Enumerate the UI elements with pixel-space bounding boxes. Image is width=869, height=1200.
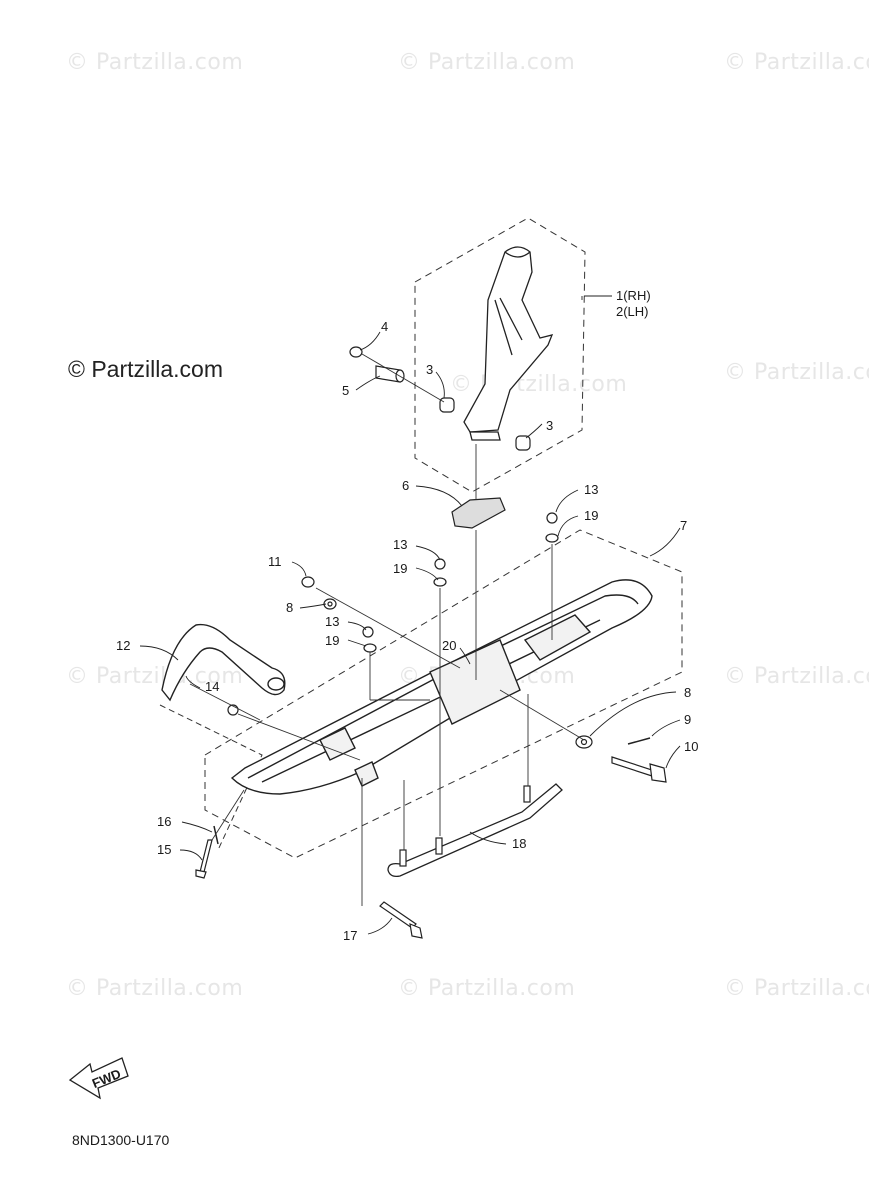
- callout-17: 17: [343, 928, 357, 943]
- washer-19b: [545, 533, 559, 543]
- watermark: © Partzilla.com: [66, 50, 244, 75]
- ski-body: [230, 579, 653, 795]
- spindle: [463, 246, 554, 441]
- fwd-label: FWD: [90, 1066, 123, 1091]
- nut-13b: [546, 512, 558, 524]
- bushing-3a: [439, 397, 455, 413]
- watermark: © Partzilla.com: [66, 976, 244, 1001]
- callout-19c: 19: [325, 633, 339, 648]
- fwd-arrow: FWD: [68, 1057, 129, 1100]
- runner: [387, 783, 563, 878]
- callout-15: 15: [157, 842, 171, 857]
- callout-10: 10: [684, 739, 698, 754]
- callout-13c: 13: [325, 614, 339, 629]
- watermark: © Partzilla.com: [398, 50, 576, 75]
- stud-b: [435, 837, 443, 855]
- callout-3a: 3: [426, 362, 433, 377]
- washer-19a: [433, 577, 447, 587]
- watermark: © Partzilla.com: [724, 50, 869, 75]
- callout-labels: 1(RH) 2(LH) 3 3 4 5 6 7 8 8 9 10 11 12 1…: [116, 288, 698, 943]
- assembly-lines: [189, 353, 585, 906]
- nut-11: [301, 576, 315, 588]
- leader-lines: [139, 295, 681, 935]
- stopper-6: [451, 497, 506, 529]
- watermark: © Partzilla.com: [724, 360, 869, 385]
- callout-4: 4: [381, 319, 388, 334]
- watermark: © Partzilla.com: [724, 664, 869, 689]
- nut-13a: [434, 558, 446, 570]
- bushing-3b: [515, 435, 531, 451]
- rail-group-box: [159, 704, 263, 851]
- callout-12: 12: [116, 638, 130, 653]
- watermark: © Partzilla.com: [66, 664, 244, 689]
- callout-8b: 8: [684, 685, 691, 700]
- callout-20: 20: [442, 638, 456, 653]
- pin-16: [213, 825, 219, 845]
- pin-9: [627, 737, 651, 745]
- callout-6: 6: [402, 478, 409, 493]
- stud-c: [523, 785, 531, 803]
- hardware: [195, 346, 667, 939]
- diagram-code: 8ND1300-U170: [72, 1132, 170, 1148]
- bolt-10: [611, 756, 653, 777]
- callout-1: 1(RH): [616, 288, 651, 303]
- callout-5: 5: [342, 383, 349, 398]
- ski-handle: [161, 623, 286, 702]
- callout-3b: 3: [546, 418, 553, 433]
- brand-watermark: © Partzilla.com: [68, 356, 223, 382]
- washer-19c: [363, 643, 377, 653]
- callout-19a: 19: [584, 508, 598, 523]
- watermark: © Partzilla.com: [724, 976, 869, 1001]
- ski-group-box: [204, 529, 683, 859]
- callout-13a: 13: [584, 482, 598, 497]
- callout-8a: 8: [286, 600, 293, 615]
- callout-13b: 13: [393, 537, 407, 552]
- callout-19b: 19: [393, 561, 407, 576]
- bolt-17: [379, 901, 417, 929]
- callout-7: 7: [680, 518, 687, 533]
- callout-14: 14: [205, 679, 219, 694]
- callout-2: 2(LH): [616, 304, 649, 319]
- bolt-15: [199, 839, 213, 873]
- callout-18: 18: [512, 836, 526, 851]
- stud-a: [399, 849, 407, 867]
- callout-9: 9: [684, 712, 691, 727]
- nut-4: [349, 346, 363, 358]
- spindle-group-box: [414, 217, 586, 493]
- watermark: © Partzilla.com: [398, 976, 576, 1001]
- callout-16: 16: [157, 814, 171, 829]
- callout-11: 11: [268, 554, 282, 569]
